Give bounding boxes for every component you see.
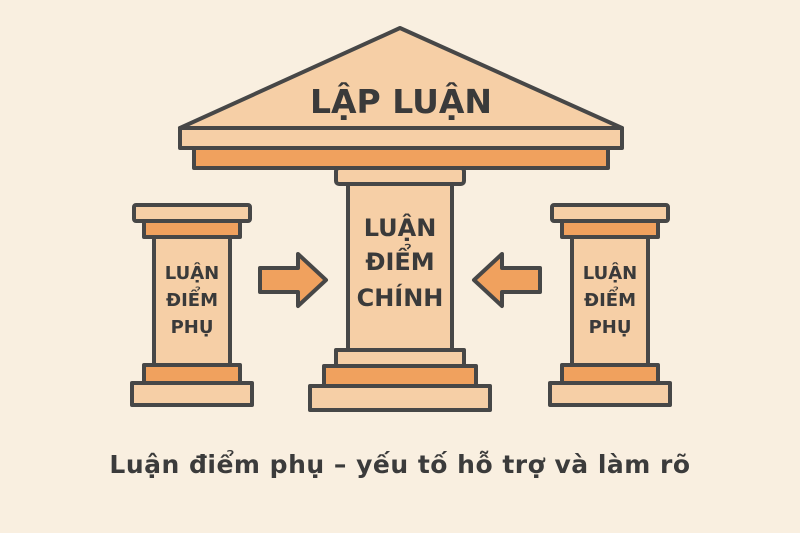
- left-pillar-line-1: LUẬN: [165, 262, 219, 284]
- right-pillar-line-3: PHỤ: [589, 317, 632, 338]
- roof: [178, 26, 624, 170]
- center-pillar-line-1: LUẬN: [364, 212, 437, 242]
- center-pillar: [308, 166, 492, 412]
- arrow-left-icon: [472, 252, 542, 308]
- caption: Luận điểm phụ – yếu tố hỗ trợ và làm rõ: [109, 450, 691, 479]
- center-pillar-line-3: CHÍNH: [357, 283, 444, 312]
- arrow-right-icon: [258, 252, 328, 308]
- center-pillar-line-2: ĐIỂM: [365, 242, 434, 276]
- left-pillar-line-2: ĐIỂM: [166, 286, 218, 311]
- left-pillar-line-3: PHỤ: [171, 317, 214, 338]
- right-pillar-line-1: LUẬN: [583, 262, 637, 284]
- roof-label: LẬP LUẬN: [310, 81, 492, 121]
- left-pillar: [130, 203, 254, 407]
- right-pillar: [548, 203, 672, 407]
- right-pillar-line-2: ĐIỂM: [584, 286, 636, 311]
